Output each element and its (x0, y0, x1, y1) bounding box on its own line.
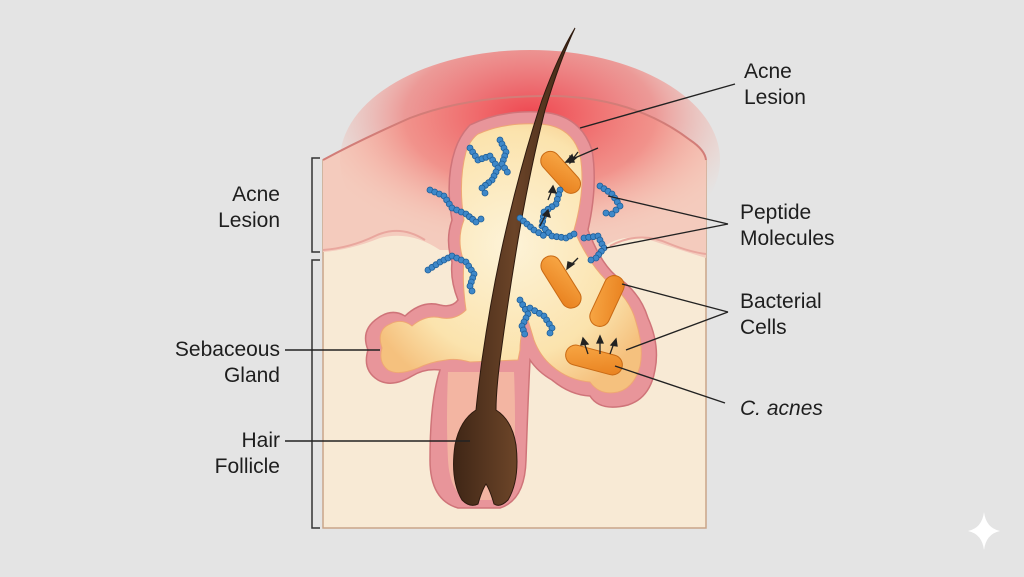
peptide-bead (587, 256, 595, 264)
sparkle-icon (968, 512, 1000, 550)
bracket-acne-lesion (311, 157, 320, 253)
leader-lines (285, 83, 736, 442)
leader-acne-lesion (579, 83, 736, 129)
bacterium (589, 275, 625, 327)
peptide-bead (546, 329, 554, 337)
label-c-acnes: C. acnes (740, 397, 823, 420)
peptide-bead (602, 209, 610, 217)
bracket-lower-skin (311, 259, 320, 529)
peptide-bead (608, 210, 616, 218)
leader-peptide-2 (605, 223, 729, 249)
bacterium (540, 150, 581, 194)
peptide-bead (477, 215, 485, 223)
peptide-bead (481, 189, 489, 197)
peptide-bead (472, 218, 480, 226)
bacterium (540, 255, 582, 309)
leader-c-acnes (614, 365, 726, 404)
leader-bacterial-1 (621, 283, 729, 313)
bacterium (565, 344, 623, 376)
peptide-bead (468, 287, 476, 295)
peptide-bead (503, 168, 511, 176)
peptide-bead (570, 230, 578, 238)
peptide-bead (616, 202, 624, 210)
peptide-bead (521, 330, 529, 338)
peptide-bead (612, 206, 620, 214)
leader-peptide-1 (607, 195, 729, 225)
epidermis-boundary (322, 229, 707, 255)
bacterial-cells (540, 150, 625, 376)
leader-bacterial-2 (625, 311, 729, 351)
hair-shaft (453, 27, 576, 506)
peptide-bead (478, 184, 486, 192)
peptide-bead (539, 231, 547, 239)
left-brackets (311, 157, 320, 529)
